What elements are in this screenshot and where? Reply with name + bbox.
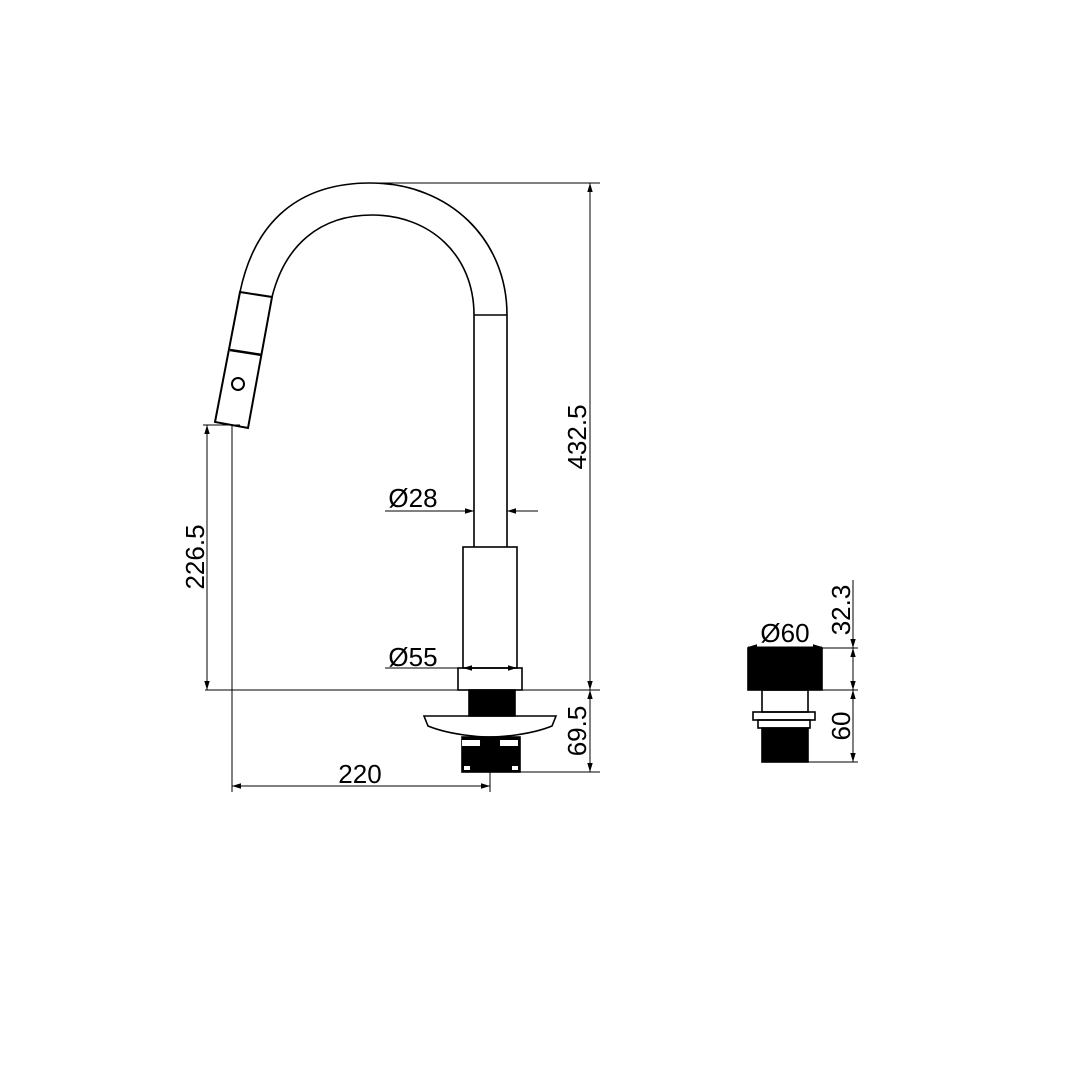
accessory-nut bbox=[752, 711, 816, 721]
dim-pipe-diameter: Ø28 bbox=[388, 483, 437, 513]
handle-button-icon bbox=[231, 377, 245, 391]
dim-accessory-height: 32.3 bbox=[826, 585, 856, 636]
dim-accessory-shank: 60 bbox=[826, 712, 856, 741]
threaded-shank bbox=[468, 689, 516, 717]
pull-out-handle bbox=[213, 290, 274, 430]
spout-outer bbox=[239, 182, 508, 547]
faucet bbox=[213, 182, 558, 773]
accessory-part bbox=[747, 647, 823, 763]
accessory-cap bbox=[747, 647, 823, 691]
accessory-dimension-lines bbox=[748, 580, 858, 763]
dim-accessory-diameter: Ø60 bbox=[760, 618, 809, 648]
accessory-shank bbox=[761, 727, 809, 763]
dimension-lines bbox=[203, 182, 600, 792]
spout-inner bbox=[271, 214, 475, 547]
base-ring bbox=[457, 667, 523, 691]
dim-reach: 220 bbox=[338, 759, 381, 789]
dim-body-diameter: Ø55 bbox=[388, 642, 437, 672]
dim-total-height: 432.5 bbox=[562, 404, 592, 469]
dimension-labels: 432.5 69.5 226.5 220 Ø28 Ø55 Ø60 32.3 60 bbox=[180, 404, 856, 789]
dim-below-deck: 69.5 bbox=[562, 706, 592, 757]
faucet-body bbox=[462, 546, 518, 669]
dim-outlet-height: 226.5 bbox=[180, 524, 210, 589]
mounting-flange bbox=[422, 715, 558, 738]
